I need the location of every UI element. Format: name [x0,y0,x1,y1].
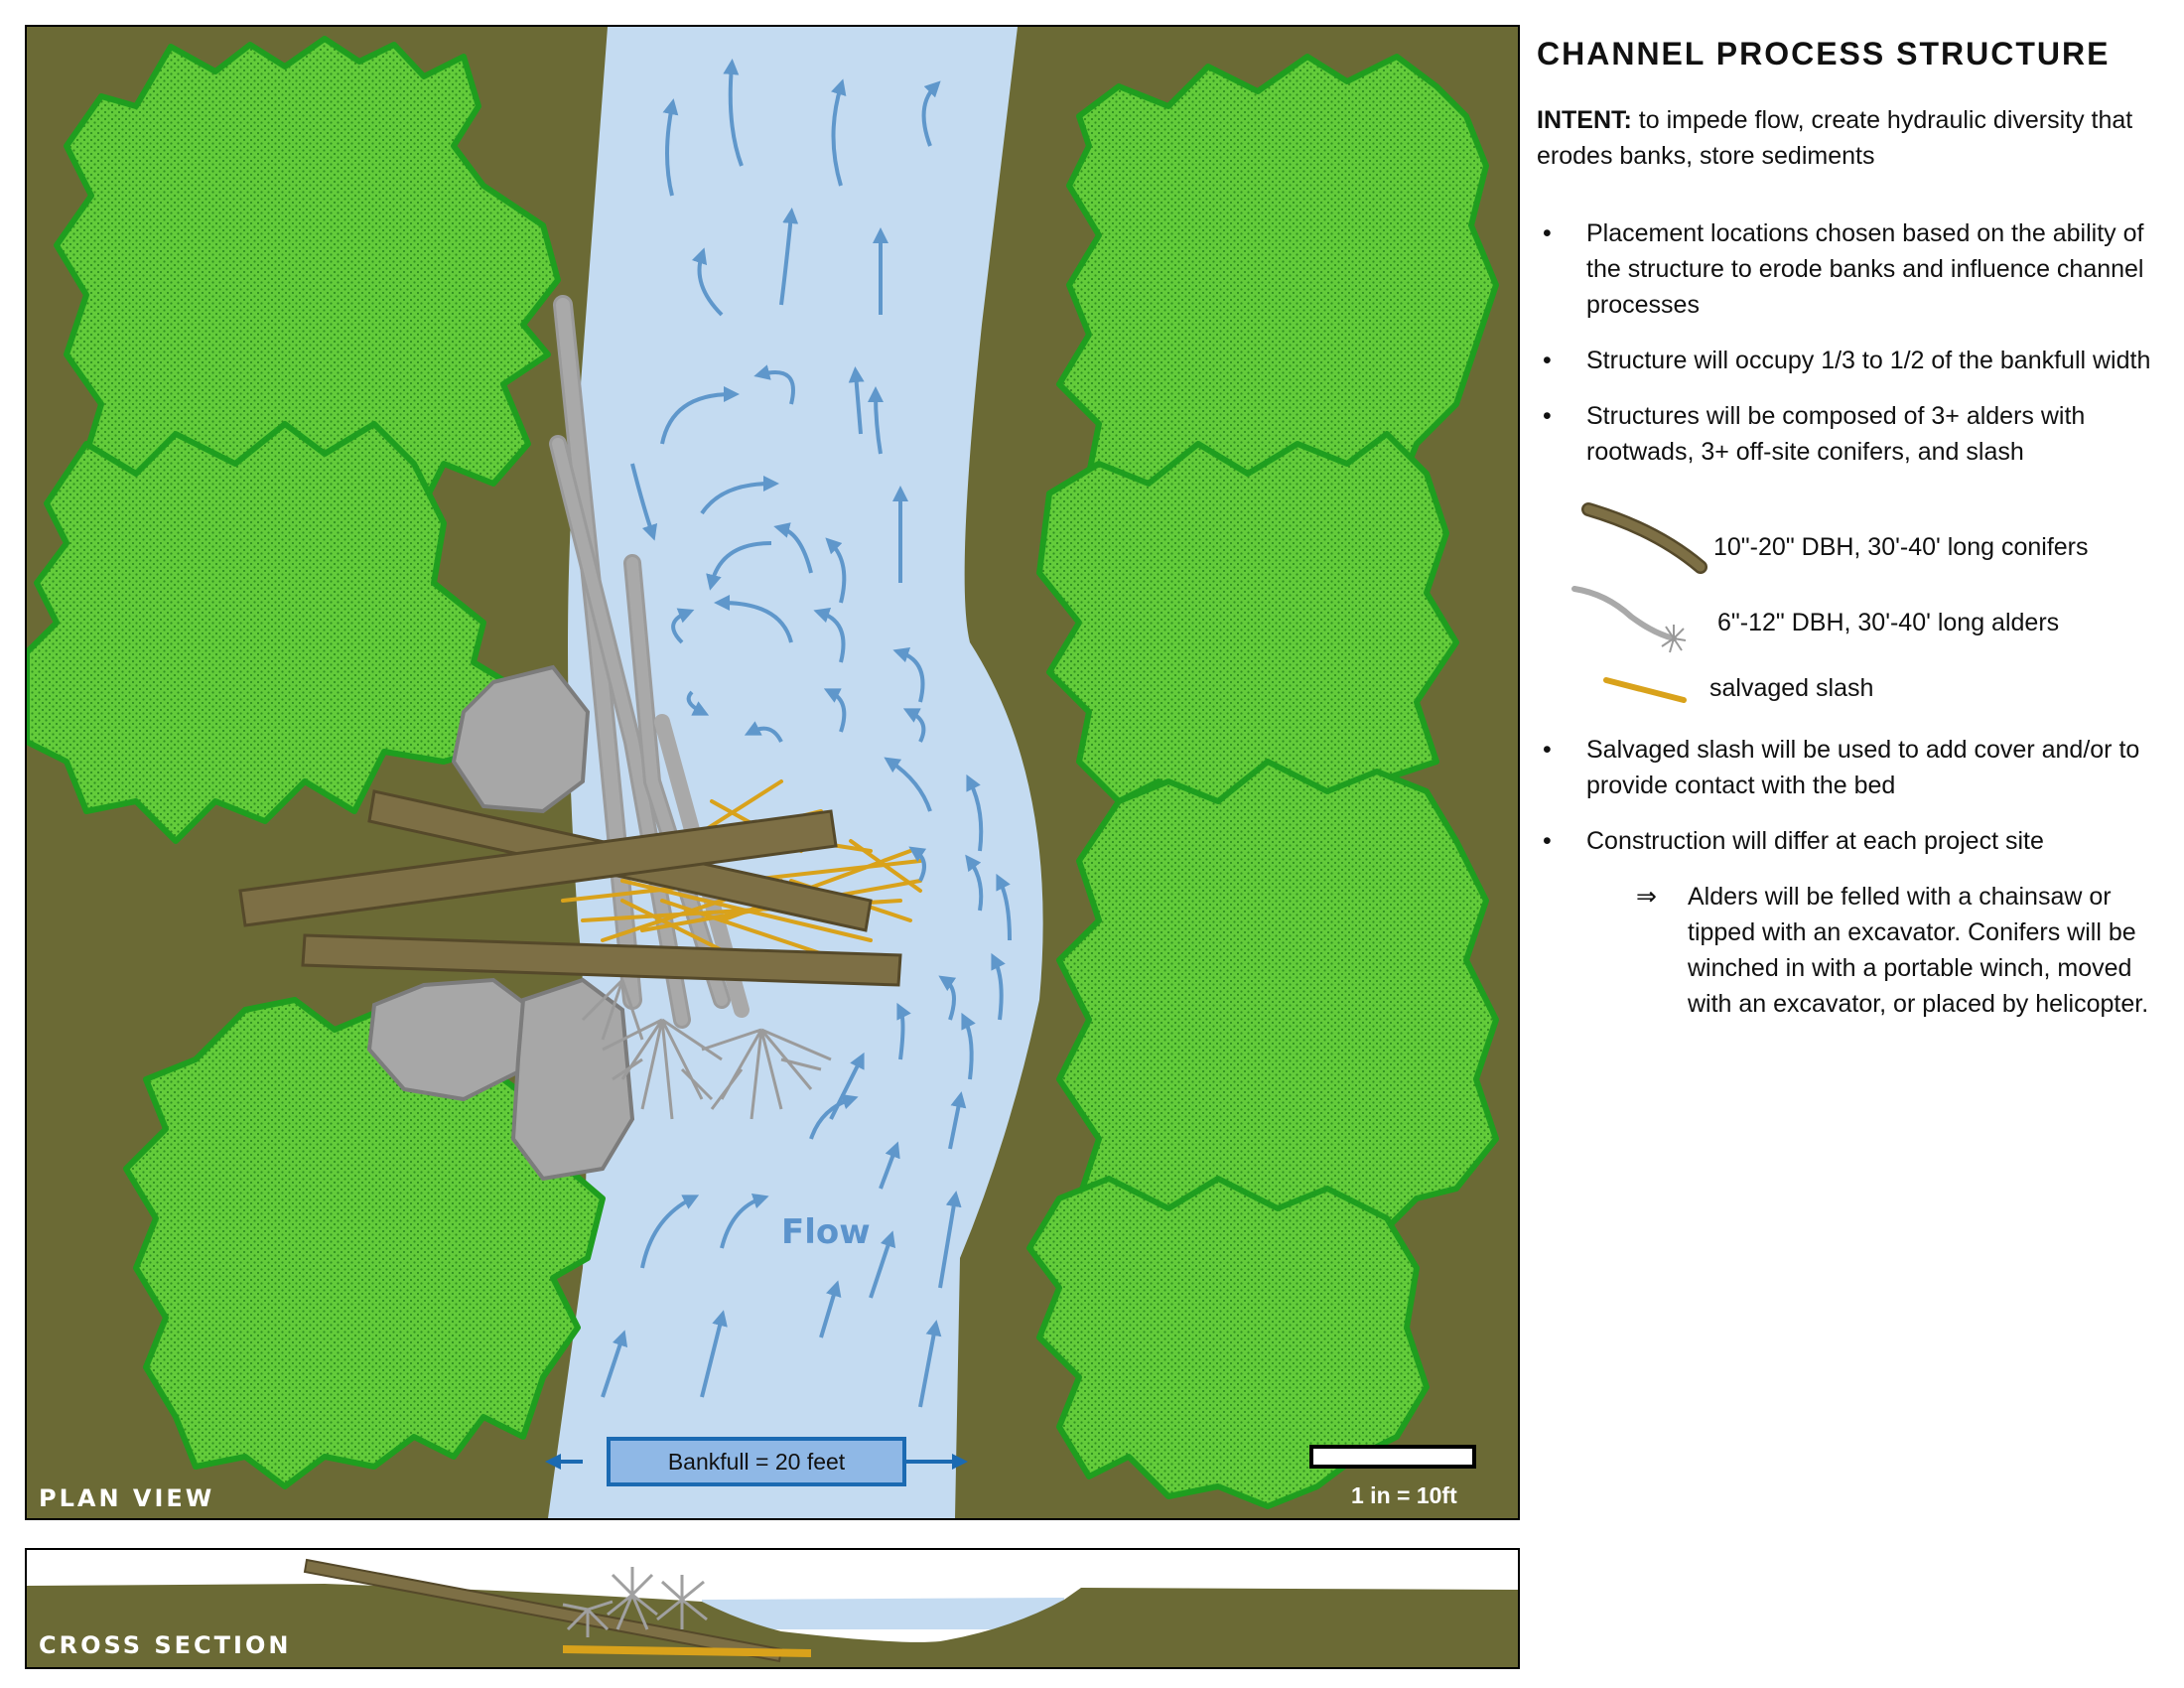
boulder-lower [510,977,635,1182]
cross-section-label: CROSS SECTION [39,1631,292,1659]
cross-section-panel: CROSS SECTION [25,1548,1520,1669]
tree-canopy-right-mid [1036,431,1459,814]
flow-arrows [601,59,1012,1408]
bullet-item: •Construction will differ at each projec… [1543,827,2044,855]
tree-canopy-left-top [54,36,561,546]
bullet-item: •Salvaged slash will be used to add cove… [1543,736,2140,799]
legend-alder-label: 6"-12" DBH, 30'-40' long alders [1717,609,2060,636]
river-channel [548,27,1043,1518]
legend-symbols [1571,502,1707,703]
bullet-item: •Structure will occupy 1/3 to 1/2 of the… [1543,347,2151,374]
alder-rootwads [581,978,832,1120]
bullet-text: Structures will be composed of 3+ alders… [1586,402,2086,466]
plan-view-panel: Bankfull = 20 feet Flow 1 in = 10ft PLAN… [25,25,1520,1520]
sub-note: ⇒ Alders will be felled with a chainsaw … [1537,879,2172,1022]
scale-label: 1 in = 10ft [1351,1482,1457,1508]
page-title: CHANNEL PROCESS STRUCTURE [1537,36,2111,71]
bullet-text: Construction will differ at each project… [1586,827,2044,855]
intent-statement: INTENT: to impede flow, create hydraulic… [1537,102,2172,174]
conifer-logs [238,789,902,987]
cross-section-diagram [27,1550,1518,1667]
plan-view-label: PLAN VIEW [39,1484,215,1512]
intent-label: INTENT: [1537,106,1632,134]
tree-canopy-right-bottom [1026,1176,1430,1509]
flow-label: Flow [781,1212,871,1252]
bankfull-text: Bankfull = 20 feet [667,1448,846,1475]
tree-canopy-left-mid [27,421,526,844]
legend: 10"-20" DBH, 30'-40' long conifers 6"-12… [1537,490,2172,720]
cross-section-rootwads [562,1567,708,1637]
legend-slash-symbol [1603,677,1687,703]
intent-text: to impede flow, create hydraulic diversi… [1537,106,2133,170]
sub-note-text: Alders will be felled with a chainsaw or… [1688,883,2149,1018]
tree-canopy-right-lower [1056,759,1499,1251]
legend-rootwad-icon [1661,625,1687,653]
bullet-text: Placement locations chosen based on the … [1586,219,2144,319]
bullet-text: Salvaged slash will be used to add cover… [1586,736,2140,799]
cross-section-water [702,1598,1064,1629]
boulder-upper [451,664,591,814]
bullet-item: •Placement locations chosen based on the… [1543,219,2144,319]
description-panel: CHANNEL PROCESS STRUCTURE INTENT: to imp… [1537,30,2172,1022]
legend-conifer-label: 10"-20" DBH, 30'-40' long conifers [1713,533,2089,561]
legend-slash-label: salvaged slash [1709,674,1874,702]
plan-view-diagram [27,27,1518,1518]
implies-arrow-icon: ⇒ [1636,883,1657,911]
legend-alder-symbol [1571,586,1677,641]
bullet-text: Structure will occupy 1/3 to 1/2 of the … [1586,347,2151,374]
bullet-item: •Structures will be composed of 3+ alder… [1543,402,2086,466]
scale-bar [1309,1445,1476,1469]
cross-section-ground [27,1584,1518,1667]
bankfull-width-label: Bankfull = 20 feet [607,1437,906,1486]
